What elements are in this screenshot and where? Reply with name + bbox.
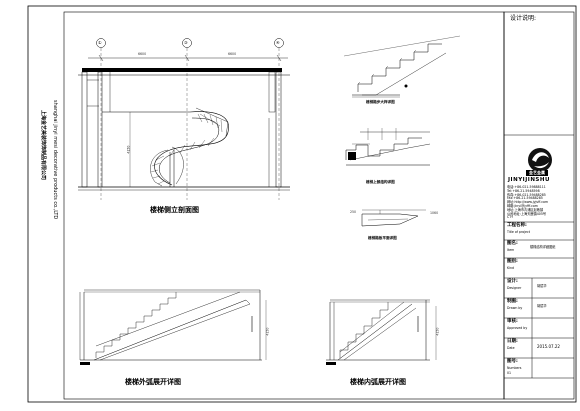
designer-value: 胡斌华 bbox=[537, 284, 547, 288]
logo-label: 金艺金属 bbox=[526, 170, 548, 176]
detail-tread-plan bbox=[361, 209, 426, 227]
vertical-company-cn: 上海金艺美装饰饰制品有限公司 bbox=[40, 110, 46, 181]
detail-tread bbox=[343, 35, 461, 98]
vertical-company-en: shanghai jinyi mesi decorative products … bbox=[52, 100, 58, 220]
approved-label-en: Approved by bbox=[507, 326, 528, 330]
contact-line: 公司地址:上海天鹿镇405号 bbox=[507, 211, 547, 216]
inner-unfold-dim: 4150 bbox=[435, 327, 440, 336]
axis-bubble-1 bbox=[96, 38, 106, 48]
drawn-label: 制图: bbox=[507, 299, 518, 304]
number-value: 01 bbox=[507, 371, 512, 375]
detail-plan-dim-right: 1060 bbox=[430, 211, 439, 215]
axis-bubble-3 bbox=[182, 38, 192, 48]
stair-elevation bbox=[78, 38, 290, 200]
number-label: 图号: bbox=[507, 359, 518, 364]
inner-unfold-caption: 楼梯内弧展开详图 bbox=[350, 378, 406, 386]
axis-label-4: ④ bbox=[276, 40, 280, 45]
detail-plan-dim-left: 250 bbox=[350, 210, 357, 214]
type-label: 图别: bbox=[507, 259, 518, 264]
project-label: 工程名称: bbox=[507, 223, 527, 228]
date-label-en: Date bbox=[507, 346, 515, 350]
axis-bubble-4 bbox=[274, 38, 284, 48]
inner-arc-unfold bbox=[326, 299, 437, 365]
company-logo bbox=[528, 148, 552, 172]
dimension-right: 6600 bbox=[228, 52, 237, 56]
contact-line: 传真:+86-021-59488285 bbox=[507, 192, 546, 197]
contact-line: Tel:+86-21-5948598 bbox=[507, 188, 540, 193]
contact-line: 邮箱:jinyi@jyfff.com bbox=[507, 203, 538, 208]
contact-line: 网址:http://www.jyjsff.com bbox=[507, 200, 549, 205]
drawing-label-en: Item bbox=[507, 248, 515, 252]
date-value: 2015.07.22 bbox=[537, 344, 560, 349]
title-block-frame bbox=[503, 11, 575, 400]
contact-line: 电话:+86-021-59888111 bbox=[507, 185, 546, 189]
outer-border bbox=[27, 5, 577, 403]
contact-line: Fax:+86-21-59488285 bbox=[507, 196, 543, 201]
drawn-label-en: Drawn by bbox=[507, 306, 523, 310]
number-label-en: Numbers bbox=[507, 366, 522, 370]
axis-label-3: ③ bbox=[184, 40, 188, 45]
detail-plan-caption: 楼梯踏板平面详图 bbox=[368, 236, 397, 240]
elevation-height-dim: 4150 bbox=[126, 145, 131, 154]
drawing-value: 楼梯结构详细图纸 bbox=[530, 245, 556, 249]
drawing-label: 图名: bbox=[507, 241, 518, 246]
drawn-value: 胡斌华 bbox=[537, 304, 547, 308]
detail-tread-caption: 楼梯踏步大样详图 bbox=[366, 100, 395, 104]
outer-arc-unfold bbox=[79, 289, 267, 365]
outer-unfold-dim: 4150 bbox=[265, 327, 270, 336]
detail-top-caption: 楼梯上部结构详图 bbox=[366, 180, 395, 184]
designer-label: 设计: bbox=[507, 279, 518, 284]
contact-line: 地址:上海市青浦区赵巷镇 bbox=[507, 207, 544, 212]
designer-label-en: Designer bbox=[507, 286, 522, 290]
dimension-left: 6600 bbox=[138, 52, 147, 56]
project-label-en: Title of project bbox=[507, 230, 530, 234]
title-block-lines bbox=[504, 134, 574, 379]
detail-top-structure bbox=[345, 128, 431, 166]
elevation-caption: 楼梯侧立剖面图 bbox=[150, 206, 199, 214]
approved-label: 审核: bbox=[507, 319, 518, 324]
brand-name: JINYIJINSHU bbox=[508, 177, 550, 183]
axis-label-1: ① bbox=[98, 40, 102, 45]
contact-block: 电话:+86-021-59888111 Tel:+86-21-5948598 传… bbox=[507, 185, 573, 220]
contact-line: CTY bbox=[507, 215, 514, 220]
type-label-en: Kind bbox=[507, 266, 515, 270]
outer-unfold-caption: 楼梯外弧展开详图 bbox=[125, 378, 181, 386]
date-label: 日期: bbox=[507, 339, 518, 344]
design-note-label: 设计说明: bbox=[510, 15, 537, 22]
